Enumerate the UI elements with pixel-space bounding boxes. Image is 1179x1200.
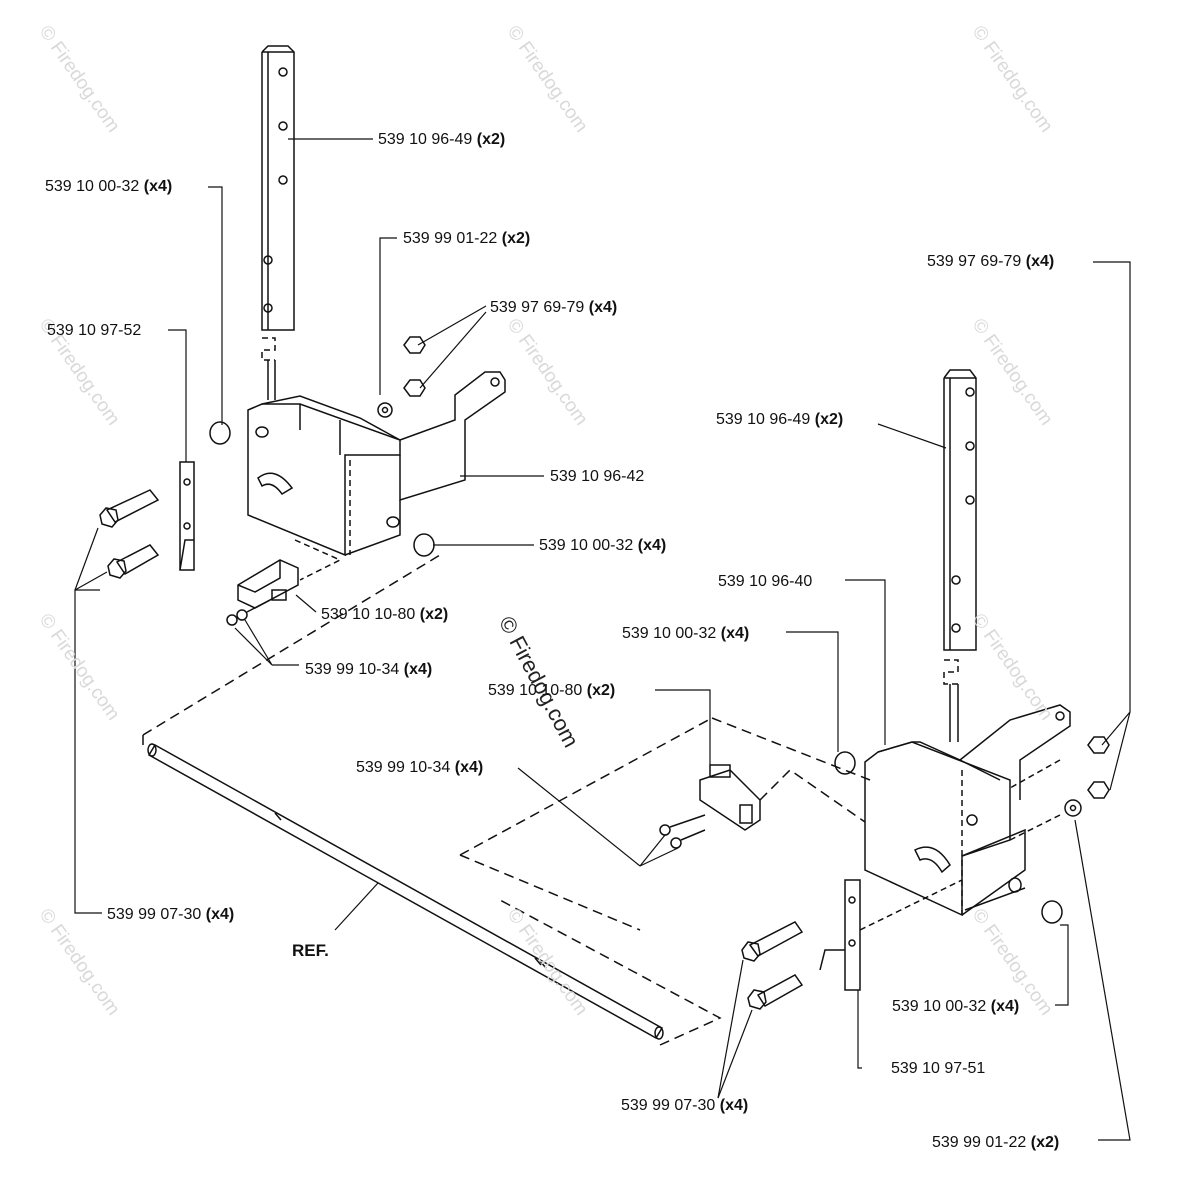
left-rod bbox=[262, 46, 294, 400]
label-bolt-right: 539 99 07-30 (x4) bbox=[621, 1097, 749, 1114]
left-plate-bolts bbox=[100, 462, 194, 578]
label-washer-right: 539 99 01-22 (x2) bbox=[932, 1134, 1060, 1151]
leader-lines bbox=[75, 139, 1130, 1140]
label-bracket-right: 539 10 96-40 bbox=[718, 573, 813, 590]
left-bracket bbox=[248, 372, 505, 555]
label-bushing-top-left: 539 10 00-32 (x4) bbox=[45, 178, 173, 195]
label-bolt-left: 539 99 07-30 (x4) bbox=[107, 906, 235, 923]
label-reference: REF. bbox=[292, 941, 329, 960]
label-switch-right: 539 10 10-80 (x2) bbox=[488, 682, 616, 699]
label-screw-left: 539 99 10-34 (x4) bbox=[305, 661, 433, 678]
label-plate-left: 539 10 97-52 bbox=[47, 322, 142, 339]
right-rod bbox=[944, 370, 976, 742]
right-plate-bolts bbox=[742, 880, 962, 1009]
cross-shaft bbox=[143, 555, 720, 1045]
right-switch bbox=[460, 718, 870, 930]
label-washer-top-left: 539 99 01-22 (x2) bbox=[403, 230, 531, 247]
label-plate-right: 539 10 97-51 bbox=[891, 1060, 986, 1077]
label-nut-right: 539 97 69-79 (x4) bbox=[927, 253, 1055, 270]
label-switch-left: 539 10 10-80 (x2) bbox=[321, 606, 449, 623]
right-hardware bbox=[835, 737, 1109, 923]
label-bracket-left: 539 10 96-42 bbox=[550, 468, 645, 485]
label-bushing-right-top: 539 10 00-32 (x4) bbox=[622, 625, 750, 642]
label-bushing-right-bottom: 539 10 00-32 (x4) bbox=[892, 998, 1020, 1015]
label-rod-right: 539 10 96-49 (x2) bbox=[716, 411, 844, 428]
label-screw-right: 539 99 10-34 (x4) bbox=[356, 759, 484, 776]
left-switch bbox=[227, 540, 340, 625]
label-bushing-mid-left: 539 10 00-32 (x4) bbox=[539, 537, 667, 554]
label-rod-top-left: 539 10 96-49 (x2) bbox=[378, 131, 506, 148]
label-nut-top-left: 539 97 69-79 (x4) bbox=[490, 299, 618, 316]
right-bracket bbox=[865, 705, 1070, 915]
